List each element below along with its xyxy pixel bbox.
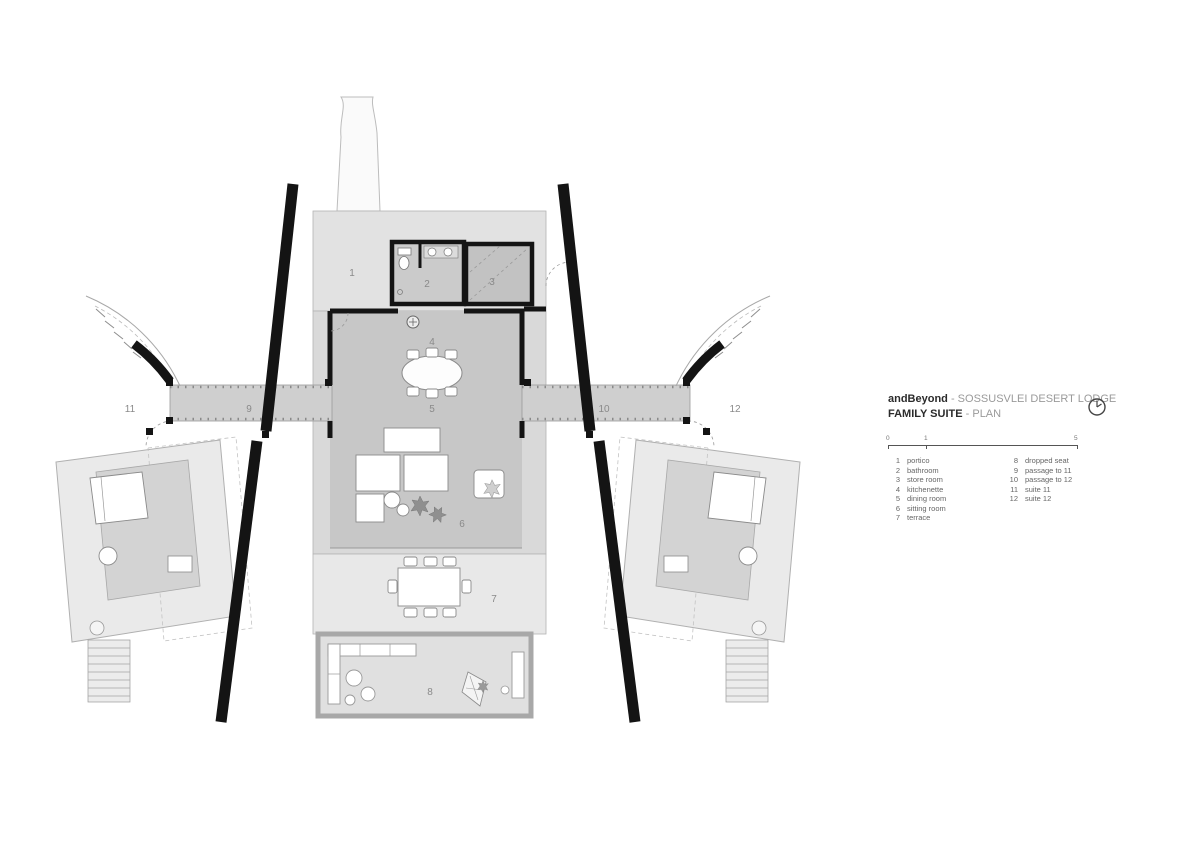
scale-tick-0: 0 [886,435,890,442]
dining-table [401,347,463,399]
sitting-room-furniture [355,427,505,524]
chimney-outline [336,96,381,212]
bed-left [89,471,149,525]
basin [443,247,453,257]
room-labels: 1 2 3 4 5 6 7 8 9 10 11 12 [125,268,741,698]
chair-right [738,546,758,566]
interior-walls [327,306,546,438]
terrace-table [387,556,472,618]
corridor-right [521,384,715,448]
store-room [463,241,571,307]
scale-tick-5: 5 [1074,435,1078,442]
room-label-kitchenette: 4 [429,337,435,348]
scale-bar: 0 1 5 [886,435,1078,449]
screen-walls [215,183,641,723]
drawing-title: FAMILY SUITE - PLAN [888,407,1103,422]
corridor-left [145,384,333,448]
project-title: andBeyond - SOSSUSVLEI DESERT LODGE [888,392,1116,407]
room-label-suite-left: 11 [125,404,136,415]
room-label-passage-left: 9 [246,404,252,415]
room-label-suite-right: 12 [729,404,741,415]
room-label-terrace: 7 [491,594,497,605]
wall-end-markers [146,379,710,438]
ceiling-fan [406,315,420,329]
room-label-dropped-seat: 8 [427,687,433,698]
north-arrow-icon [1086,396,1108,418]
deck-hatch-left [87,639,131,703]
right-suite [603,295,801,703]
plant [428,506,447,524]
plant [483,479,501,499]
plant [410,495,430,517]
scale-tick-1: 1 [924,435,928,442]
wall-left-upper [260,183,299,432]
title-block: andBeyond - SOSSUSVLEI DESERT LODGE FAMI… [886,392,1116,449]
room-label-store-room: 3 [489,277,495,288]
drawing-suffix: - PLAN [962,408,1002,420]
wall-right-upper [557,183,596,432]
project-name: - SOSSUSVLEI DESERT LODGE [947,393,1117,405]
basin [427,247,437,257]
brand-name: andBeyond [888,393,948,405]
wall-right-lower [593,440,641,723]
left-suite [55,295,253,703]
drawing-name: FAMILY SUITE [888,408,963,420]
room-label-sitting: 6 [459,519,465,530]
dropped-seat-lounge [327,643,525,707]
room-label-portico: 1 [349,268,355,279]
plant [477,680,489,693]
bed-right [707,471,767,525]
room-label-bathroom: 2 [424,279,430,290]
chair-left [98,546,118,566]
scale-bar-line [888,445,1078,446]
bathroom [389,239,467,307]
toilet [398,256,410,270]
deck-hatch-right [725,639,769,703]
wall-left-lower [215,440,263,723]
room-label-passage-right: 10 [598,404,610,415]
room-label-dining: 5 [429,404,435,415]
